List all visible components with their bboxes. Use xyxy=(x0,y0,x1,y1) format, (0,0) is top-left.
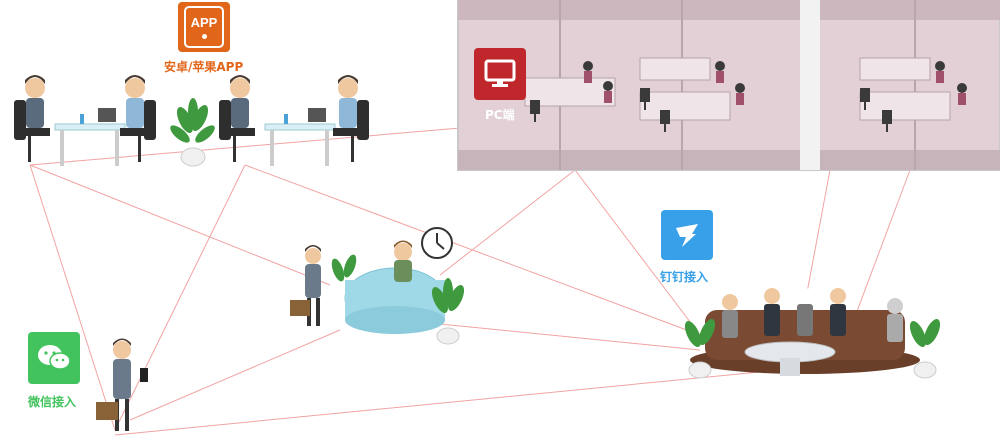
monitor-icon xyxy=(474,48,526,100)
clock-icon xyxy=(421,227,453,259)
wechat-label: 微信接入 xyxy=(28,395,77,409)
dingtalk-label: 钉钉接入 xyxy=(660,270,709,284)
app-label: 安卓/苹果APP xyxy=(164,60,244,74)
meeting-lounge-group xyxy=(684,288,941,379)
app-users-group xyxy=(14,75,369,167)
connection-lines xyxy=(29,127,911,436)
dingtalk-icon xyxy=(661,210,713,260)
app-badge-text: APP xyxy=(190,14,218,30)
wechat-user-figure xyxy=(96,338,148,431)
wechat-icon xyxy=(28,332,80,384)
office-room xyxy=(457,0,1000,171)
tablet-app-icon: APP xyxy=(178,2,230,52)
pc-label: PC端 xyxy=(485,108,515,122)
reception-group xyxy=(290,227,465,345)
